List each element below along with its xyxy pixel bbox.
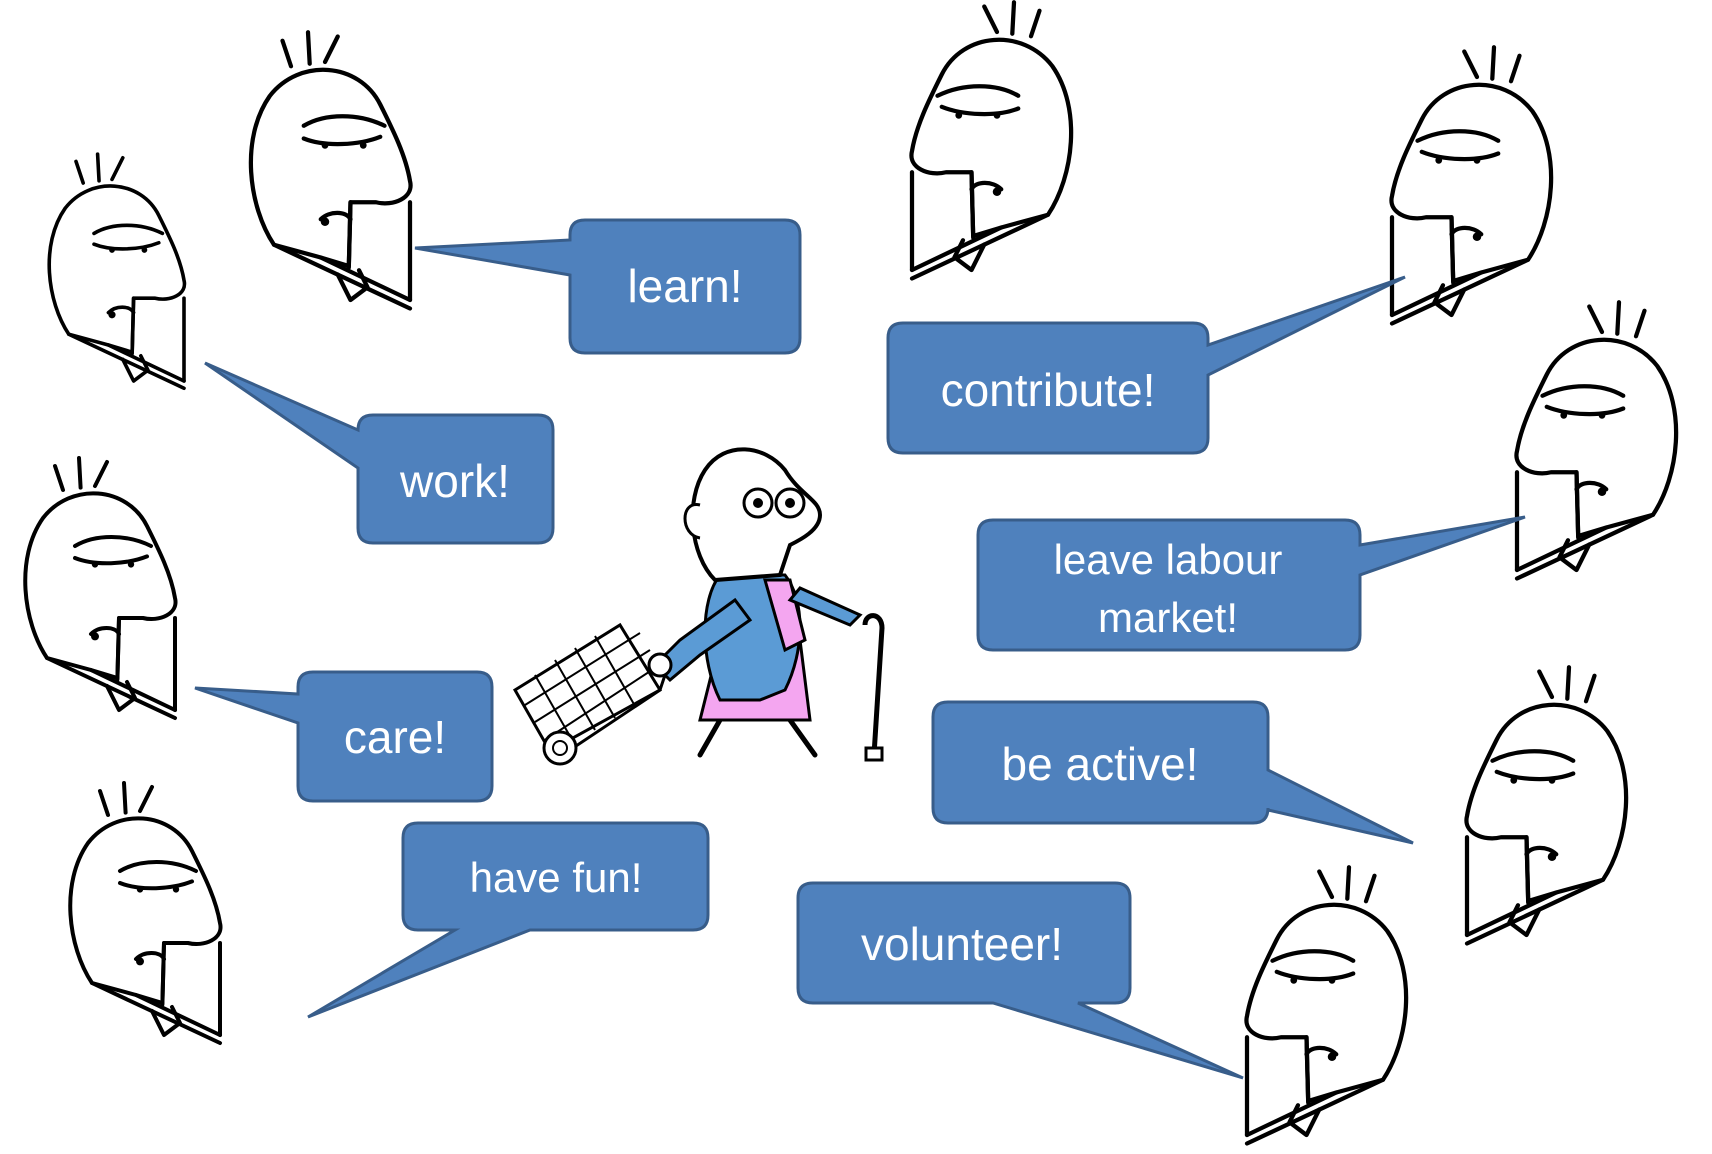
person-head-icon [47, 152, 187, 390]
person-head-icon [251, 32, 411, 308]
speech-text-have-fun: have fun! [470, 854, 643, 901]
speech-bubble-work: work! [204, 361, 555, 545]
person-head-icon [911, 2, 1071, 278]
person-head-icon [1516, 302, 1676, 578]
person-head-icon [1391, 47, 1551, 323]
speech-bubble-be-active: be active! [931, 700, 1414, 845]
person-head-icon [1466, 667, 1626, 943]
person-head-icon [25, 458, 175, 718]
speech-bubble-leave-labour-market: leave labour market! [976, 515, 1526, 652]
person-head-icon [1246, 867, 1406, 1143]
speech-bubble-contribute: contribute! [886, 275, 1406, 455]
speech-text-learn: learn! [627, 260, 742, 312]
speech-text-work: work! [399, 455, 510, 507]
speech-text-volunteer: volunteer! [861, 918, 1063, 970]
elderly-woman-icon [512, 447, 885, 766]
speech-bubble-care: care! [194, 670, 494, 803]
speech-bubble-have-fun: have fun! [307, 821, 710, 1019]
person-head-icon [70, 783, 220, 1043]
speech-text-be-active: be active! [1002, 738, 1199, 790]
speech-bubble-volunteer: volunteer! [796, 881, 1244, 1080]
speech-text-care: care! [344, 711, 446, 763]
speech-bubble-learn: learn! [414, 218, 802, 355]
shopping-trolley-icon [512, 622, 667, 766]
speech-text-contribute: contribute! [941, 364, 1156, 416]
speech-text-leave-line1: leave labour [1054, 536, 1283, 583]
speech-text-leave-line2: market! [1098, 594, 1238, 641]
